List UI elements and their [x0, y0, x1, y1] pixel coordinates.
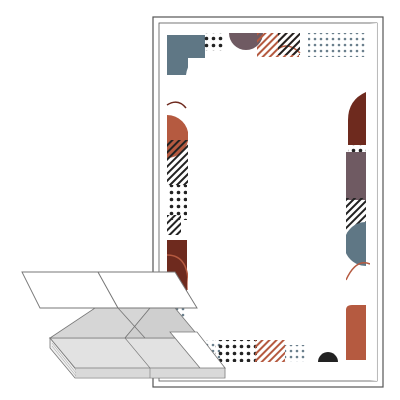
shape-maroon-right: [348, 92, 366, 145]
shape-dots-dark-bottom: [215, 340, 257, 362]
shape-rust-right-bottom: [346, 305, 366, 360]
shape-dark-half-bottom: [318, 352, 338, 362]
shape-dots-dark-left: [167, 185, 187, 220]
card-edge-fade: [370, 23, 377, 381]
shape-stripes-rust-bottom: [255, 340, 285, 362]
shape-dots-bottom-2: [285, 345, 307, 362]
fanfold-paper-stack-icon: [21, 271, 226, 379]
shape-stripes-dark-top: [278, 33, 300, 55]
label-blank-area: [188, 58, 346, 340]
shape-dots-top: [308, 33, 366, 57]
shape-mauve-right: [346, 152, 366, 200]
shape-slate-corner: [167, 35, 205, 75]
shape-dots-dark-top: [203, 33, 225, 51]
shape-slate-half-right: [344, 222, 366, 266]
shape-arc-right: [345, 262, 370, 281]
shape-stripes-left: [167, 140, 189, 185]
top-sheet-right: [97, 271, 198, 309]
shape-mauve-half: [229, 33, 263, 50]
shape-arc-left: [166, 101, 187, 109]
shape-stripes-small-left: [167, 215, 181, 235]
patterned-frame: [166, 33, 370, 362]
front-sheet-flap: [169, 331, 226, 369]
